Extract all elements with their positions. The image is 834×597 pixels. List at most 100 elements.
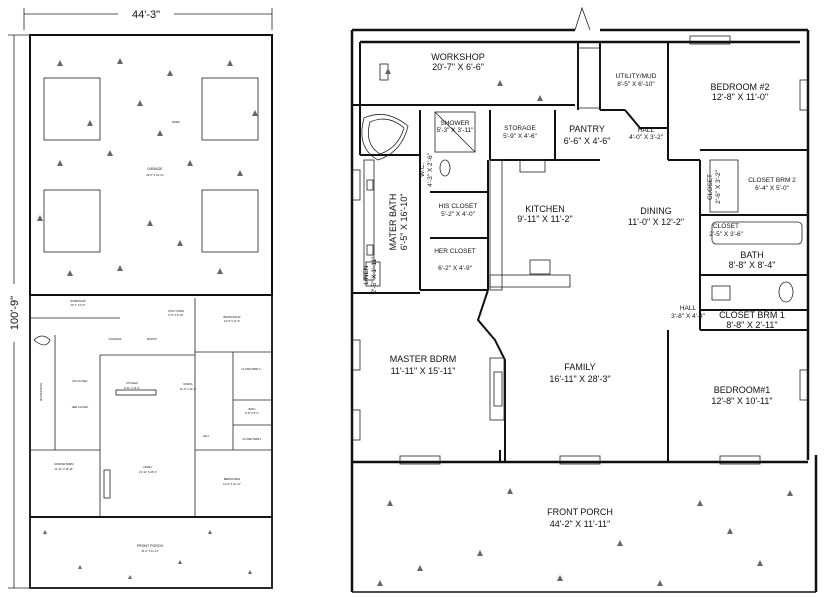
- master-bdrm-label: MASTER BDRM: [390, 354, 457, 364]
- hall-top-label: HALL: [638, 127, 655, 134]
- svg-text:12'-8" X 10'-11": 12'-8" X 10'-11": [223, 482, 241, 486]
- svg-text:MASTER BDRM: MASTER BDRM: [54, 462, 73, 466]
- kitchen-sink: [529, 259, 551, 275]
- bedroom2-label: BEDROOM #2: [710, 82, 769, 92]
- width-dimension-label: 44'-3": [132, 9, 160, 21]
- master-bdrm-size: 11'-11" X 15'-11": [391, 366, 456, 376]
- svg-text:HIS CLOSET: HIS CLOSET: [72, 379, 88, 383]
- garage-concrete-hatch: [37, 58, 258, 276]
- svg-text:44'-2" X 11'-11": 44'-2" X 11'-11": [141, 549, 159, 553]
- storage-label: STORAGE: [504, 125, 536, 132]
- hall-lower-label: HALL: [680, 305, 697, 312]
- svg-text:HALL: HALL: [203, 434, 210, 438]
- front-porch-label: FRONT PORCH: [547, 507, 613, 517]
- svg-text:43'-6" X 44'-11": 43'-6" X 44'-11": [146, 173, 164, 177]
- fireplace: [489, 357, 505, 421]
- bath-size: 8'-8" X 8'-4": [729, 260, 776, 270]
- depth-dimension-label: 100'-9": [9, 296, 21, 330]
- her-closet-size: 6'-2" X 4'-9": [438, 265, 473, 272]
- svg-text:FAMILY: FAMILY: [143, 465, 152, 469]
- svg-text:8'-8" X 8'-4": 8'-8" X 8'-4": [245, 411, 259, 415]
- closet-brm1-label: CLOSET BRM 1: [719, 310, 785, 320]
- workshop-label: WORKSHOP: [431, 52, 485, 62]
- storage-size: 5'-9" X 4'-6": [503, 133, 538, 140]
- utility-label: UTILITY/MUD: [616, 73, 657, 80]
- svg-text:BEDROOM#1: BEDROOM#1: [224, 477, 241, 481]
- bedroom1-label: BEDROOM#1: [714, 385, 771, 395]
- closet-brm2-label: CLOSET BRM 2: [748, 177, 796, 184]
- concrete-hatch: [377, 68, 793, 586]
- linen-size: 2'-5" X 1'-11": [371, 256, 378, 294]
- svg-text:12'-8" X 11'-0": 12'-8" X 11'-0": [224, 319, 240, 323]
- linen-label: LINEN: [363, 265, 370, 284]
- closet-mid-size: 2'-5" X 3'-6": [709, 231, 744, 238]
- corner-tub: [361, 114, 409, 161]
- bath-toilet: [778, 281, 794, 303]
- dining-label: DINING: [640, 206, 672, 216]
- svg-text:KITCHEN: KITCHEN: [126, 381, 138, 385]
- master-bath-size: 6'-5" X 16'-10": [399, 194, 409, 251]
- hall-lower-size: 3'-8" X 4'-8": [671, 313, 706, 320]
- workshop-size: 20'-7" X 6'-6": [432, 62, 484, 72]
- svg-text:UTILITY/MUD: UTILITY/MUD: [168, 309, 184, 313]
- his-closet-label: HIS CLOSET: [439, 203, 478, 210]
- closet-small-label: CLOSET: [707, 174, 714, 200]
- kitchen-label: KITCHEN: [525, 204, 565, 214]
- shower-size: 5'-3" X 3'-11": [437, 127, 475, 134]
- bathtub: [711, 221, 803, 245]
- closet-small-size: 2'-6" X 3'-2": [715, 169, 722, 204]
- shower-label: SHOWER: [440, 120, 470, 127]
- kitchen-counter-left: [489, 159, 503, 291]
- pantry-size: 6'-6" X 4'-6": [564, 136, 611, 146]
- bedroom2-size: 12'-8" X 11'-0": [712, 92, 768, 102]
- hall-top-size: 4'-0" X 3'-2": [629, 134, 664, 141]
- vanity-counter: [363, 159, 375, 281]
- closet-brm2-size: 6'-4" X 5'-0": [755, 185, 790, 192]
- svg-text:DINING: DINING: [183, 382, 192, 386]
- garage: WORK GARAGE 43'-6" X 44'-11": [29, 34, 273, 296]
- bedroom1-size: 12'-8" X 10'-11": [711, 396, 772, 406]
- overall-plan: 44'-3" 100'-9" WORK GARAGE 43'-6" X 44'-…: [6, 8, 273, 589]
- detail-plan: WORKSHOP 20'-7" X 6'-6" UTILITY/MUD 8'-5…: [350, 6, 818, 593]
- master-bath-label: MATER BATH: [388, 194, 398, 251]
- svg-text:CLOSET BRM 2: CLOSET BRM 2: [242, 367, 262, 371]
- svg-text:BEDROOM #2: BEDROOM #2: [223, 315, 241, 319]
- kitchen-counter-bottom: [489, 274, 571, 288]
- svg-text:WORK: WORK: [172, 120, 180, 124]
- svg-text:BATH: BATH: [249, 407, 256, 411]
- svg-text:20'-7" X 6'-6": 20'-7" X 6'-6": [71, 303, 86, 307]
- svg-text:WORKSHOP: WORKSHOP: [70, 299, 86, 303]
- svg-text:MASTER BATH: MASTER BATH: [39, 383, 43, 401]
- front-porch-size: 44'-2" X 11'-11": [550, 519, 611, 529]
- svg-text:11'-11" X 15'-11": 11'-11" X 15'-11": [55, 467, 74, 471]
- wc-size: 4'-3" X 2'-6": [427, 152, 434, 187]
- shower-stall: [434, 111, 476, 153]
- windows: [351, 35, 809, 465]
- range: [519, 159, 546, 173]
- svg-text:STORAGE: STORAGE: [109, 337, 122, 341]
- dining-size: 11'-0" X 12'-2": [628, 217, 684, 227]
- closet-brm1-size: 8'-8" X 2'-11": [726, 320, 777, 330]
- svg-text:GARAGE: GARAGE: [147, 167, 163, 171]
- north-arrow: [574, 6, 591, 31]
- svg-text:8'-5" X 6'-10": 8'-5" X 6'-10": [169, 313, 184, 317]
- pantry-label: PANTRY: [569, 124, 605, 134]
- svg-text:16'-11" X 28'-3": 16'-11" X 28'-3": [139, 470, 157, 474]
- thumbnail-house: WORKSHOP 20'-7" X 6'-6" STORAGE PANTRY U…: [29, 294, 273, 518]
- toilet: [439, 159, 451, 177]
- her-closet-label: HER CLOSET: [434, 248, 476, 255]
- family-label: FAMILY: [564, 362, 595, 372]
- bath-vanity: [711, 285, 731, 301]
- svg-text:9'-11" X 11'-2": 9'-11" X 11'-2": [124, 386, 140, 390]
- his-closet-size: 5'-2" X 4'-0": [441, 211, 476, 218]
- bath-label: BATH: [740, 250, 763, 260]
- svg-text:HER CLOSET: HER CLOSET: [72, 405, 89, 409]
- svg-text:FRONT PORCH: FRONT PORCH: [137, 544, 164, 548]
- svg-text:PANTRY: PANTRY: [147, 337, 158, 341]
- utility-size: 8'-5" X 6'-10": [617, 81, 655, 88]
- closet-mid-label: CLOSET: [713, 223, 739, 230]
- family-size: 16'-11" X 28'-3": [549, 374, 610, 384]
- room-labels: WORKSHOP 20'-7" X 6'-6" UTILITY/MUD 8'-5…: [363, 52, 796, 529]
- kitchen-size: 9'-11" X 11'-2": [517, 214, 573, 224]
